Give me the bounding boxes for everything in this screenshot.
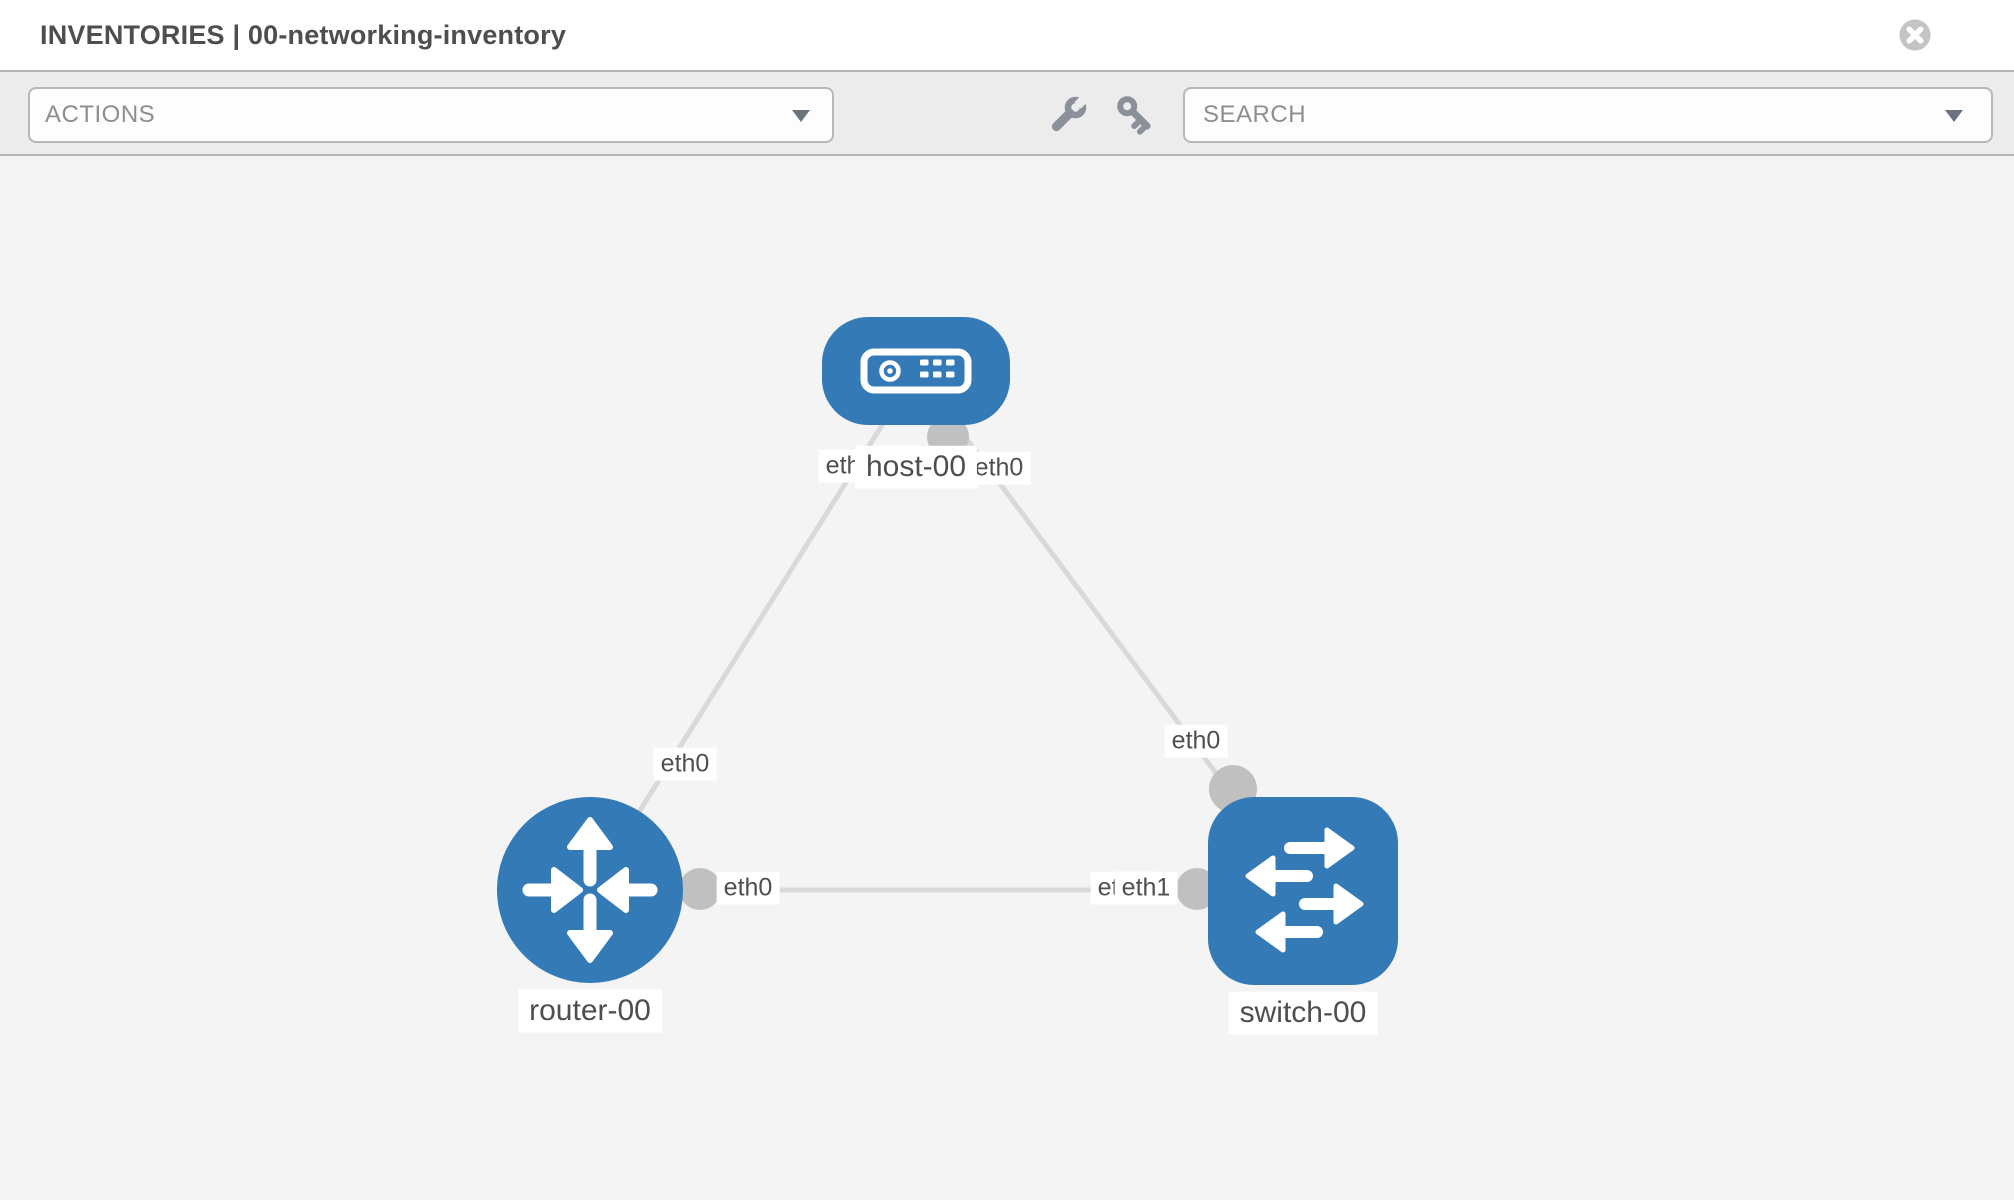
node-label-router: router-00 — [518, 989, 662, 1033]
search-dropdown-label: SEARCH — [1203, 101, 1307, 128]
chevron-down-icon — [792, 110, 810, 122]
interface-label-router-to-host: eth0 — [653, 747, 717, 781]
header-bar: INVENTORIES | 00-networking-inventory — [0, 0, 2014, 70]
key-icon — [1117, 96, 1151, 135]
node-host-00[interactable] — [822, 317, 1010, 425]
node-label-switch: switch-00 — [1228, 991, 1378, 1035]
switch-icon — [1245, 827, 1364, 953]
chevron-down-icon — [1945, 110, 1963, 122]
wrench-icon — [1051, 95, 1088, 132]
actions-dropdown-label: ACTIONS — [45, 101, 156, 128]
credentials-button[interactable] — [1111, 91, 1159, 139]
configure-button[interactable] — [1043, 91, 1091, 139]
host-icon — [860, 348, 972, 394]
page-title: INVENTORIES | 00-networking-inventory — [40, 20, 567, 50]
interface-label-host-to-switch: eth0 — [967, 451, 1031, 485]
interface-label-switch-to-host: eth0 — [1164, 724, 1228, 758]
close-button[interactable] — [1897, 17, 1933, 53]
interface-label-switch-to-router: eth1 — [1114, 871, 1178, 905]
search-dropdown[interactable]: SEARCH — [1183, 87, 1993, 143]
interface-label-router-to-switch: eth0 — [716, 871, 780, 905]
topology-canvas[interactable]: eth0 eth0 eth0 eth0 eth0 eth1 eth0 host-… — [0, 156, 2014, 1200]
node-router-00[interactable] — [497, 797, 683, 983]
actions-dropdown[interactable]: ACTIONS — [28, 87, 834, 143]
interface-endpoint-switch-left[interactable] — [1176, 868, 1218, 910]
router-icon — [522, 817, 658, 963]
close-icon — [1899, 19, 1931, 51]
toolbar: ACTIONS SEARCH — [0, 70, 2014, 156]
node-label-host: host-00 — [854, 445, 978, 489]
interface-endpoint-router[interactable] — [679, 868, 721, 910]
node-switch-00[interactable] — [1208, 797, 1398, 985]
topology-svg — [497, 317, 1398, 985]
